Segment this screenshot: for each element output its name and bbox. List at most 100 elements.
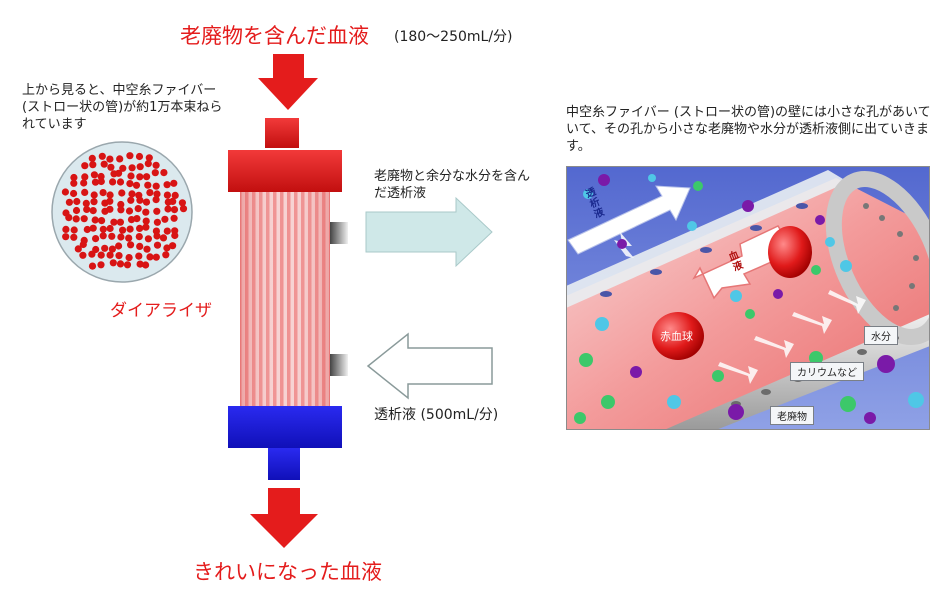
fiber-dot — [164, 205, 172, 213]
fiber-dot — [132, 181, 141, 189]
fiber-dot — [144, 160, 152, 168]
fiber-dot — [163, 227, 171, 235]
fiber-dot — [88, 154, 96, 162]
fiber-dot — [80, 179, 88, 187]
fiber-dot — [72, 215, 80, 223]
fiber-dot — [106, 197, 114, 205]
fiber-dot — [110, 218, 118, 226]
right-description: 中空糸ファイバー (ストロー状の管)の壁には小さな孔があいていて、その孔から小さ… — [566, 105, 931, 154]
fiber-dot — [151, 169, 159, 177]
fiber-dot — [106, 191, 114, 199]
fiber-cross-section — [51, 141, 193, 283]
fiber-dot — [136, 173, 144, 181]
fiber-dot — [106, 155, 114, 163]
fiber-dot — [117, 233, 125, 241]
fiber-dot — [98, 152, 106, 160]
fiber-dot — [135, 252, 143, 260]
fiber-dot — [70, 189, 78, 198]
fiber-dot — [123, 261, 132, 269]
fiber-dot — [74, 245, 82, 253]
blood-flow-arrow — [692, 225, 796, 300]
fiber-dot — [70, 226, 78, 234]
top-header-cap — [228, 150, 342, 192]
fiber-dot — [65, 198, 73, 206]
fiber-dot — [90, 198, 98, 206]
fiber-dot — [116, 218, 124, 226]
fiber-wall-upper — [566, 170, 848, 308]
fiber-dot — [179, 205, 188, 213]
fiber-dot — [89, 224, 97, 232]
bottom-title: きれいになった血液 — [193, 560, 382, 584]
fiber-dot — [106, 224, 114, 233]
fiber-dot — [143, 173, 151, 181]
fiber-dot — [61, 188, 69, 196]
fiber-dot — [97, 251, 105, 259]
fiber-dot — [152, 161, 160, 169]
fiber-dot — [159, 234, 168, 242]
fiber-dot — [106, 251, 114, 259]
illustration-potassium-label: カリウムなど — [790, 362, 864, 381]
fiber-dot — [127, 172, 135, 180]
red-blood-cell — [652, 312, 704, 360]
fiber-dot — [119, 226, 127, 234]
fiber-dot — [144, 181, 152, 189]
fiber-dot — [134, 205, 142, 213]
fiber-dot — [127, 196, 135, 204]
fiber-dot — [143, 245, 151, 253]
fiber-dot — [169, 197, 177, 205]
fiber-dot — [142, 261, 150, 269]
fiber-dot — [126, 225, 134, 233]
fiber-dot — [133, 215, 141, 223]
fiber-dot — [136, 260, 144, 268]
fiber-dot — [108, 232, 116, 240]
fiber-dot — [152, 253, 160, 261]
dialyzer-label: ダイアライザ — [110, 301, 212, 321]
fiber-dot — [101, 244, 109, 252]
fiber-opening — [825, 171, 930, 345]
fiber-dot — [142, 198, 151, 206]
fiber-dot — [106, 205, 114, 213]
fiber-dot — [126, 180, 134, 188]
red-blood-cell — [768, 226, 812, 278]
fiber-dot — [80, 215, 88, 223]
blood-outflow-arrow — [250, 488, 318, 548]
fiber-dot — [125, 254, 133, 262]
fiber-dot — [152, 196, 160, 204]
fiber-dot — [100, 160, 108, 168]
fiber-dot — [81, 162, 89, 170]
fiber-dot — [107, 163, 115, 171]
molecules — [574, 174, 924, 424]
fiber-dot — [153, 190, 161, 198]
fiber-dot — [136, 242, 144, 250]
fiber-dot — [98, 217, 106, 225]
fiber-dot — [65, 214, 73, 222]
fiber-dot — [108, 245, 116, 253]
fiber-dot — [118, 189, 126, 197]
illustration-waste-label: 老廃物 — [770, 406, 814, 425]
dialysate-outlet-port — [330, 222, 348, 244]
fiber-dot — [135, 152, 144, 161]
fiber-dot — [170, 206, 179, 214]
fiber-dot — [70, 173, 78, 182]
fiber-dot — [90, 171, 98, 179]
fiber-dot — [144, 235, 152, 243]
fiber-dot — [152, 182, 160, 190]
fiber-dot — [171, 231, 179, 240]
fiber-dot — [97, 261, 105, 269]
fiber-dot — [70, 179, 78, 187]
dialyzer-diagram — [51, 54, 493, 548]
dialysate-flow-arrow — [567, 185, 691, 255]
top-nozzle — [265, 118, 299, 148]
fiber-dot — [62, 225, 70, 233]
dialysate-outflow-arrow — [365, 196, 493, 268]
fiber-dot — [79, 251, 87, 259]
cross-section-caption: 上から見ると、中空糸ファイバー(ストロー状の管)が約1万本束ねられています — [22, 83, 223, 132]
fiber-dot — [125, 234, 133, 242]
fiber-dot — [146, 189, 154, 197]
fiber-dot — [83, 205, 91, 213]
fiber-dot — [115, 242, 123, 250]
fiber-dot — [89, 161, 97, 169]
fiber-dot — [82, 199, 90, 207]
fiber-dot — [153, 207, 161, 215]
dialysate-inlet-port — [330, 354, 348, 376]
